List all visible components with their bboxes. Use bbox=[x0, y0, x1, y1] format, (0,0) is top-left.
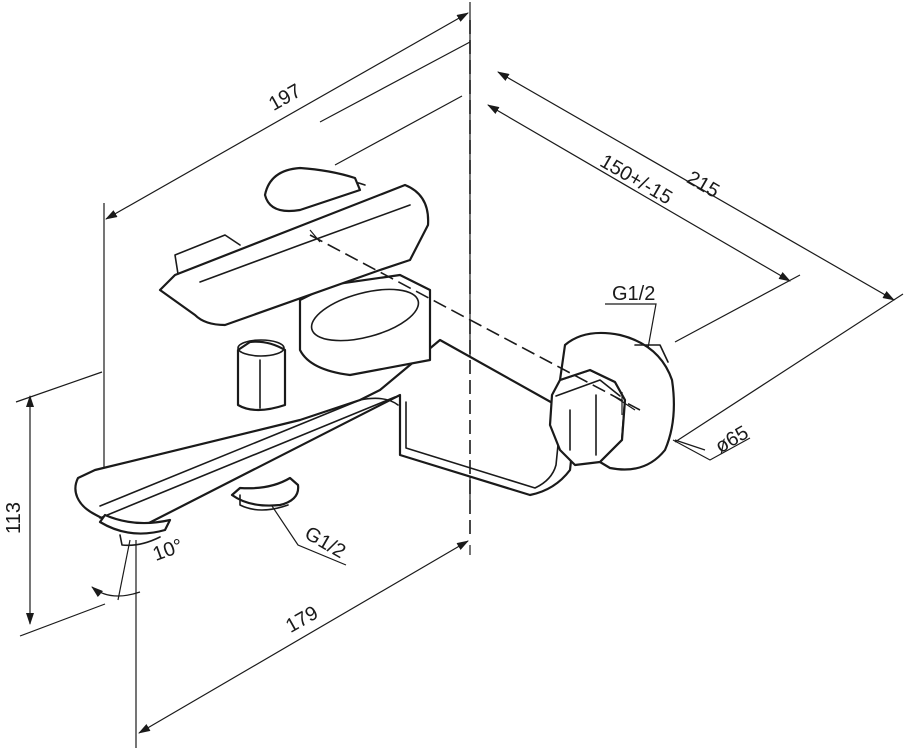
label-197: 197 bbox=[265, 80, 305, 116]
dimension-lines bbox=[26, 12, 895, 734]
dim-197-line bbox=[105, 12, 469, 220]
label-d65: ø65 bbox=[712, 422, 753, 458]
faucet-body bbox=[74, 166, 675, 547]
label-113: 113 bbox=[3, 502, 25, 534]
diverter-knob bbox=[236, 340, 287, 412]
dim-179-line bbox=[138, 540, 469, 734]
label-179: 179 bbox=[282, 602, 322, 638]
leader-d65 bbox=[672, 437, 751, 461]
leader-g12-bottom bbox=[269, 502, 347, 566]
lever-handle bbox=[158, 183, 430, 327]
mixer-body bbox=[298, 273, 432, 377]
lever-cap bbox=[263, 166, 362, 213]
dim-10deg-arc bbox=[91, 586, 141, 598]
spout-outlet bbox=[98, 513, 172, 535]
leader-g12-top bbox=[605, 303, 657, 349]
label-150: 150+/-15 bbox=[596, 150, 676, 209]
wall-flange bbox=[558, 331, 675, 471]
label-215: 215 bbox=[683, 167, 723, 203]
label-g12-top: G1/2 bbox=[612, 283, 655, 305]
centre-lines bbox=[309, 20, 641, 540]
bottom-inlet-nut bbox=[230, 476, 300, 507]
label-g12-bottom: G1/2 bbox=[301, 522, 350, 563]
dim-150-line bbox=[487, 104, 791, 282]
